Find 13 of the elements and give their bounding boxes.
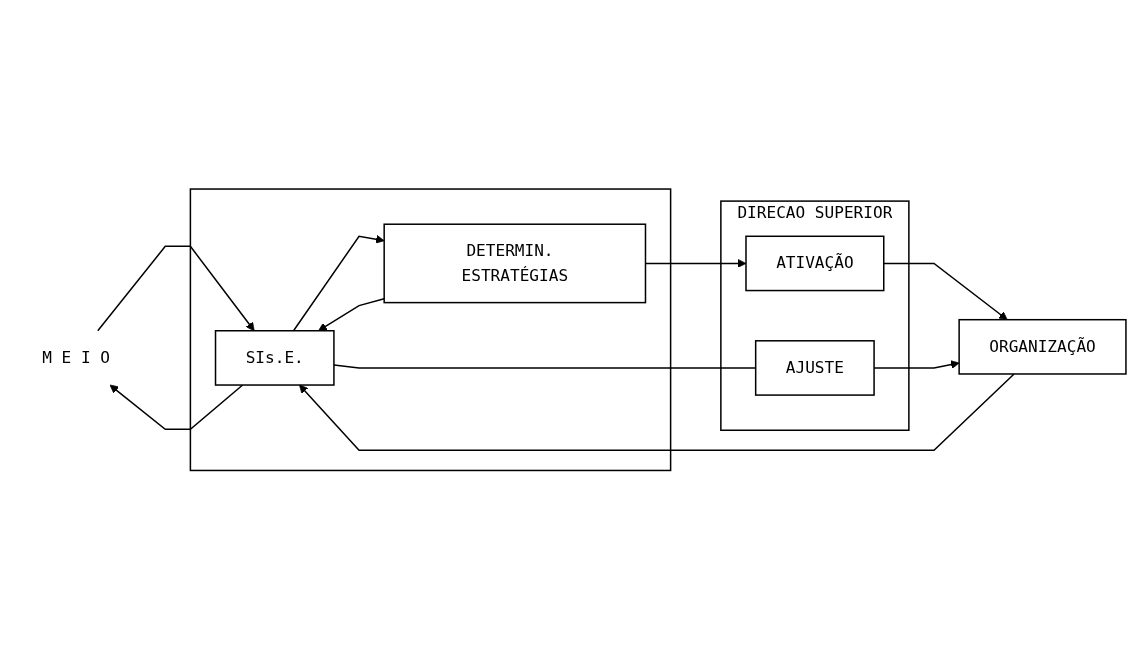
arrow	[109, 384, 244, 430]
arrow	[318, 297, 385, 331]
node-box: AJUSTE	[754, 339, 875, 396]
node-box: SIs.E.	[214, 329, 335, 386]
arrow	[292, 234, 385, 332]
arrow	[97, 245, 255, 332]
node-text: M E I O	[42, 347, 110, 367]
node-box: ATIVAÇÃO	[745, 235, 885, 292]
arrow	[883, 262, 1008, 320]
arrow	[299, 372, 1015, 451]
cluster	[189, 188, 672, 471]
node-box: ORGANIZAÇÃO	[958, 318, 1127, 375]
node-box: DETERMIN. ESTRATÉGIAS	[383, 223, 647, 304]
